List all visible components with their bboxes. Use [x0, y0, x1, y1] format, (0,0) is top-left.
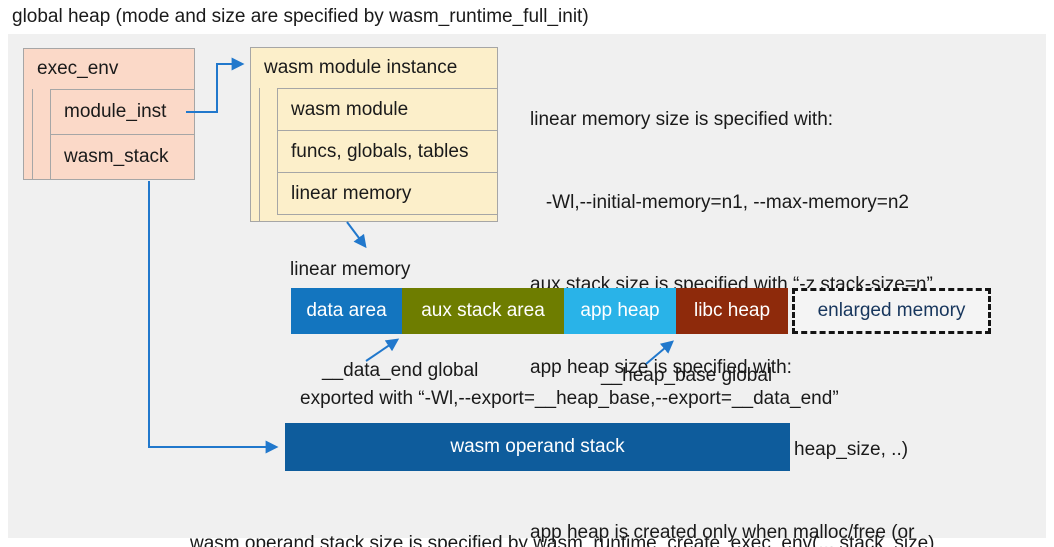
wasm-module-instance-box: wasm module instance wasm module funcs, … [250, 47, 498, 222]
exec-env-box: exec_env module_inst wasm_stack [23, 48, 195, 180]
wasm-operand-stack-bar: wasm operand stack [285, 423, 790, 471]
exec-env-rows: module_inst wasm_stack [32, 89, 195, 180]
note-line: app heap is created only when malloc/fre… [530, 521, 915, 543]
instance-row-funcs-globals-tables: funcs, globals, tables [277, 130, 498, 173]
segment-aux-stack-area: aux stack area [402, 288, 564, 334]
diagram-title: global heap (mode and size are specified… [12, 6, 589, 27]
data-end-global-label: __data_end global [322, 360, 479, 381]
note-line: wasm operand stack size is specified by … [190, 533, 935, 547]
wasm-module-instance-rows: wasm module funcs, globals, tables linea… [259, 88, 498, 221]
exec-env-header: exec_env [37, 58, 119, 79]
segment-app-heap: app heap [564, 288, 676, 334]
wasm-module-instance-header: wasm module instance [264, 57, 458, 78]
note-line: app heap size is specified with: [530, 356, 792, 378]
instance-row-wasm-module: wasm module [277, 88, 498, 131]
exec-env-row-module-inst: module_inst [50, 89, 195, 135]
linear-memory-bar-label: linear memory [290, 259, 411, 280]
heap-base-global-label: __heap_base global [601, 365, 773, 386]
segment-data-area: data area [291, 288, 402, 334]
exec-env-row-wasm-stack: wasm_stack [50, 134, 195, 180]
operand-stack-notes: wasm operand stack size is specified by … [190, 479, 935, 547]
exported-with-label: exported with “-Wl,--export=__heap_base,… [300, 388, 839, 409]
note-line: linear memory size is specified with: [530, 109, 834, 130]
linear-memory-bar: data area aux stack area app heap libc h… [291, 288, 788, 334]
segment-libc-heap: libc heap [676, 288, 788, 334]
enlarged-memory-box: enlarged memory [792, 288, 991, 334]
note-line: -Wl,--initial-memory=n1, --max-memory=n2 [530, 191, 909, 213]
instance-row-linear-memory: linear memory [277, 172, 498, 215]
